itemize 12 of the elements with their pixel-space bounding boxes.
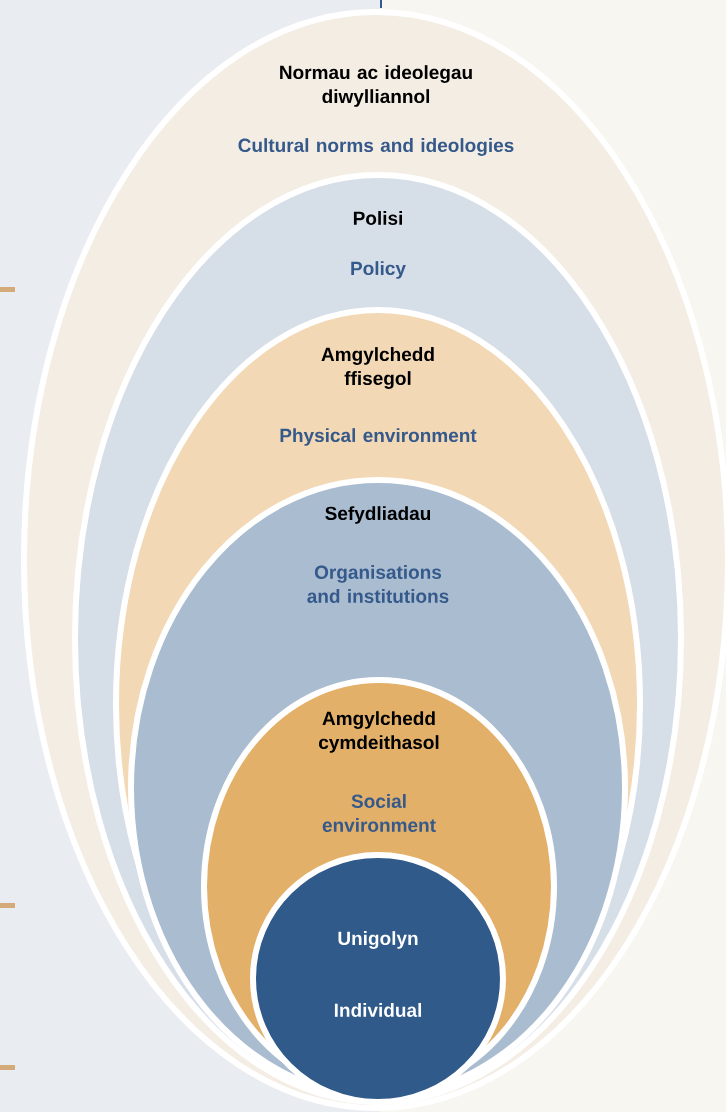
label: Individual	[334, 1003, 421, 1017]
label: Physical environment	[280, 428, 477, 446]
label: Social environment	[322, 794, 436, 832]
label: Normau ac ideolegau diwylliannol	[280, 65, 472, 107]
label: Policy	[351, 261, 406, 279]
label: Cultural norms and ideologies	[238, 138, 514, 156]
label: Amgylchedd cymdeithasol	[319, 711, 439, 753]
label: Polisi	[353, 211, 402, 225]
label: Sefydliadau	[325, 506, 431, 524]
label: Amgylchedd ffisegol	[321, 347, 434, 389]
label: Unigolyn	[338, 931, 418, 949]
label: Organisations and institutions	[307, 565, 449, 603]
